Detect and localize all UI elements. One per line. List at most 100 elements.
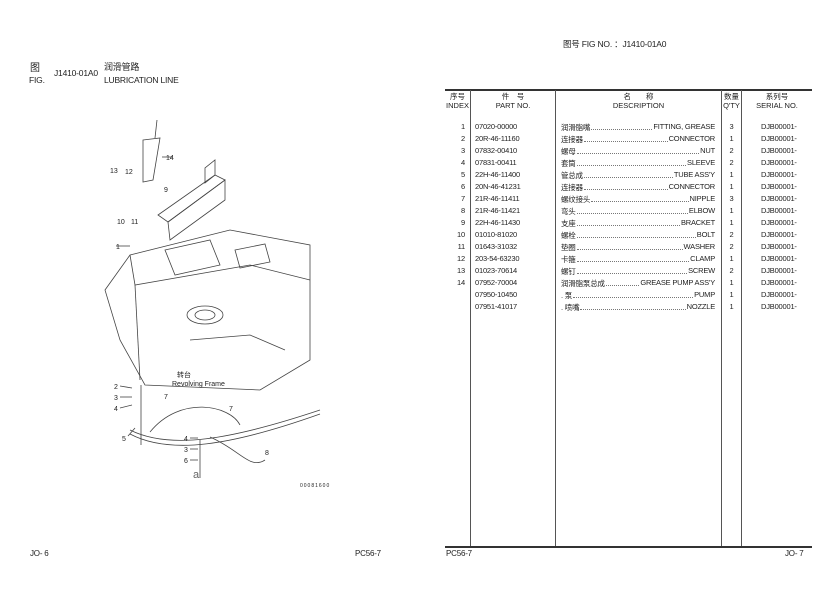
row-index: 2 — [461, 134, 465, 143]
callout: 14 — [166, 155, 174, 162]
callout: 6 — [184, 458, 188, 465]
callout: 1 — [116, 244, 120, 251]
row-index: 5 — [461, 170, 465, 179]
row-part-no: 203-54-63230 — [475, 254, 520, 263]
lubrication-diagram: 14 13 12 9 10 11 1 2 3 4 5 7 7 4 3 6 8 转… — [104, 119, 330, 489]
row-qty: 1 — [729, 134, 734, 143]
row-serial: DJB00001- — [761, 290, 797, 299]
row-part-no: 21R-46-11411 — [475, 194, 520, 203]
row-index: 3 — [461, 146, 465, 155]
row-part-no: 01023-70614 — [475, 266, 518, 275]
row-qty: 1 — [729, 254, 734, 263]
row-index: 14 — [457, 278, 465, 287]
right-model: PC56-7 — [446, 549, 472, 558]
fig-number: J1410-01A0 — [54, 68, 98, 78]
row-part-no: 21R-46-11421 — [475, 206, 520, 215]
row-part-no: 07832-00410 — [475, 146, 518, 155]
row-part-no: 07020-00000 — [475, 122, 518, 131]
callout: 10 — [117, 219, 125, 226]
callout: 8 — [265, 450, 269, 457]
callout: 4 — [184, 436, 188, 443]
row-part-no: 01010-81020 — [475, 230, 518, 239]
callout: 2 — [114, 384, 118, 391]
row-index: 4 — [461, 158, 465, 167]
row-serial: DJB00001- — [761, 242, 797, 251]
row-index: 13 — [457, 266, 465, 275]
fig-label-en: FIG. — [29, 75, 45, 85]
row-qty: 3 — [729, 194, 734, 203]
row-serial: DJB00001- — [761, 134, 797, 143]
callout: 7 — [164, 394, 168, 401]
row-serial: DJB00001- — [761, 170, 797, 179]
callout: 13 — [110, 168, 118, 175]
drawing-code: 00081600 — [300, 483, 330, 489]
row-serial: DJB00001- — [761, 194, 797, 203]
row-qty: 1 — [729, 302, 734, 311]
row-part-no: 20R-46-11160 — [475, 134, 520, 143]
row-index: 6 — [461, 182, 465, 191]
callout: 9 — [164, 187, 168, 194]
callout: 4 — [114, 406, 118, 413]
callout: 12 — [125, 169, 133, 176]
row-qty: 3 — [729, 122, 734, 131]
callout: 3 — [114, 395, 118, 402]
row-index: 10 — [457, 230, 465, 239]
row-part-no: 07950-10450 — [475, 290, 518, 299]
row-index: 9 — [461, 218, 465, 227]
row-serial: DJB00001- — [761, 302, 797, 311]
row-serial: DJB00001- — [761, 230, 797, 239]
row-qty: 2 — [729, 158, 734, 167]
callout: 3 — [184, 447, 188, 454]
row-qty: 2 — [729, 230, 734, 239]
row-qty: 1 — [729, 206, 734, 215]
row-serial: DJB00001- — [761, 206, 797, 215]
row-index: 11 — [457, 242, 466, 251]
frame-label-cn: 转台 — [177, 370, 191, 379]
title-cn: 润滑管路 — [104, 62, 140, 72]
row-qty: 2 — [729, 242, 734, 251]
row-qty: 1 — [729, 170, 734, 179]
left-model: PC56-7 — [355, 549, 381, 558]
row-serial: DJB00001- — [761, 122, 797, 131]
right-page-number: JO- 7 — [785, 549, 804, 558]
fig-no-header: 图号 FIG NO. ：J1410-01A0 — [563, 39, 667, 49]
callout: 7 — [229, 406, 233, 413]
row-index: 8 — [461, 206, 465, 215]
row-part-no: 22H-46-11400 — [475, 170, 520, 179]
title-en: LUBRICATION LINE — [104, 75, 179, 85]
row-part-no: 01643-31032 — [475, 242, 518, 251]
row-serial: DJB00001- — [761, 278, 797, 287]
row-qty: 2 — [729, 146, 734, 155]
row-serial: DJB00001- — [761, 182, 797, 191]
frame-label-en: Revolving Frame — [172, 381, 225, 388]
grease-pump-body — [142, 137, 161, 183]
